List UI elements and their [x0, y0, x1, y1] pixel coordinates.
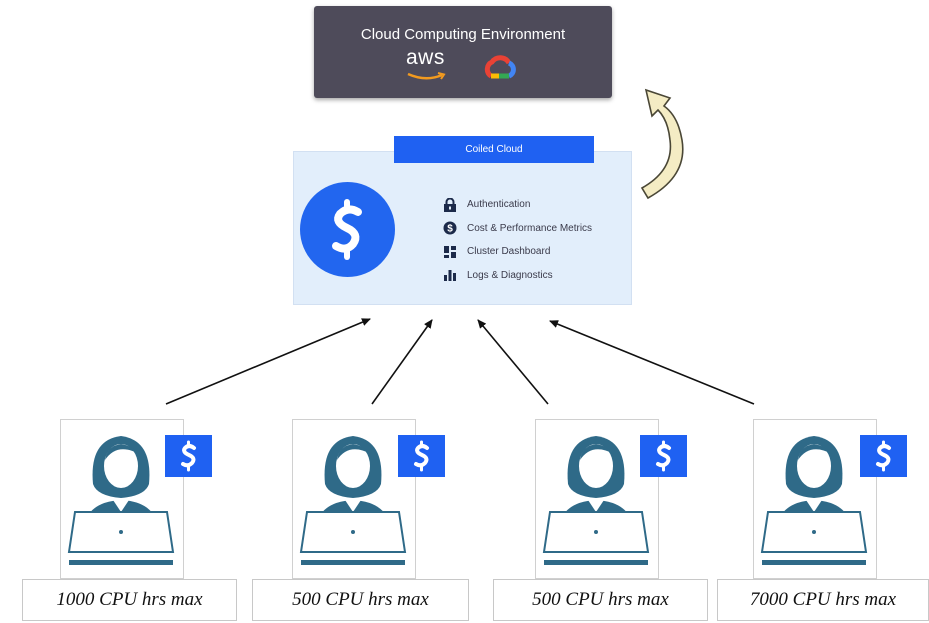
cpu-limit-label: 7000 CPU hrs max	[749, 589, 897, 610]
cloud-environment-title: Cloud Computing Environment	[360, 26, 566, 43]
feature-authentication: Authentication	[443, 193, 592, 217]
aws-logo-text: aws	[406, 46, 445, 69]
dollar-circle-icon: $	[443, 221, 457, 235]
cpu-limit-box-4: 7000 CPU hrs max	[717, 579, 929, 621]
coiled-dollar-icon	[656, 440, 671, 472]
coiled-badge-3	[640, 435, 687, 477]
svg-text:$: $	[447, 224, 453, 235]
feature-cost-metrics: $ Cost & Performance Metrics	[443, 217, 592, 241]
user-avatar-3	[543, 435, 649, 566]
cpu-limit-label: 1000 CPU hrs max	[56, 589, 203, 610]
feature-logs-diagnostics: Logs & Diagnostics	[443, 264, 592, 288]
coiled-cloud-header: Coiled Cloud	[394, 136, 594, 163]
coiled-badge-4	[860, 435, 907, 477]
coiled-feature-list: Authentication $ Cost & Performance Metr…	[443, 193, 592, 287]
feature-label: Authentication	[467, 199, 531, 211]
user-avatar-4	[761, 435, 867, 566]
google-cloud-logo	[484, 55, 516, 79]
feature-label: Cost & Performance Metrics	[467, 222, 593, 234]
cpu-limit-label: 500 CPU hrs max	[292, 589, 429, 610]
coiled-dollar-icon	[876, 440, 891, 472]
coiled-badge-2	[398, 435, 445, 477]
coiled-logo	[300, 182, 395, 277]
feature-cluster-dashboard: Cluster Dashboard	[443, 240, 592, 264]
cloud-environment-box: Cloud Computing Environment	[314, 6, 612, 98]
aws-smile-icon	[407, 72, 446, 80]
coiled-badge-1	[165, 435, 212, 477]
user-avatar-1	[68, 435, 174, 566]
aws-logo: aws	[406, 46, 448, 82]
cpu-limit-box-1: 1000 CPU hrs max	[22, 579, 237, 621]
coiled-logo-icon	[332, 199, 362, 260]
user-avatar-2	[300, 435, 406, 566]
lock-icon	[444, 197, 456, 212]
feature-label: Cluster Dashboard	[467, 246, 551, 258]
cpu-limit-label: 500 CPU hrs max	[532, 589, 669, 610]
coiled-dollar-icon	[181, 440, 196, 472]
dashboard-grid-icon	[444, 245, 456, 258]
cpu-limit-box-3: 500 CPU hrs max	[493, 579, 708, 621]
cpu-limit-box-2: 500 CPU hrs max	[252, 579, 469, 621]
bar-chart-icon	[444, 270, 456, 282]
feature-label: Logs & Diagnostics	[467, 269, 553, 281]
coiled-dollar-icon	[414, 440, 429, 472]
